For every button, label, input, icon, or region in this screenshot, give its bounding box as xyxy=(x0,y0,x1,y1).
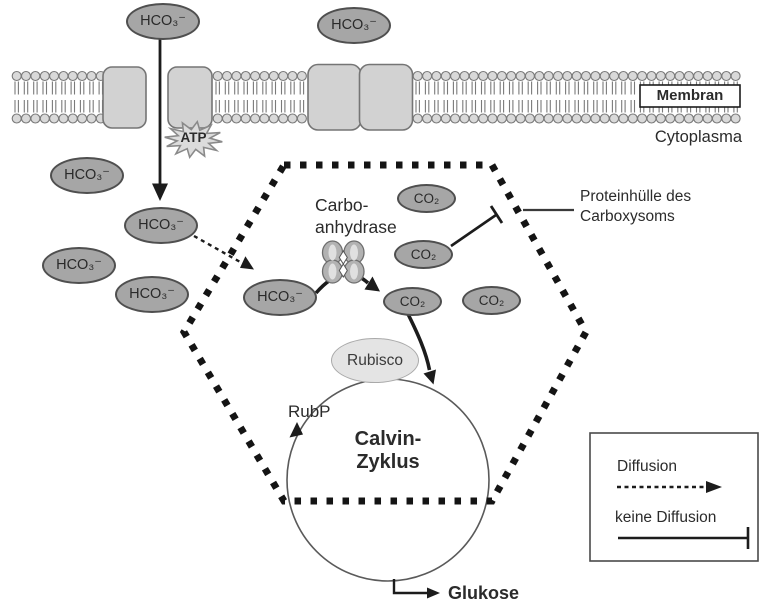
rubp-label: RubP xyxy=(288,402,331,421)
co2-molecule: CO₂ xyxy=(462,286,521,315)
hco3-molecule: HCO₃⁻ xyxy=(243,279,317,316)
co2-to-cycle-arrow xyxy=(405,311,436,385)
atp-label: ATP xyxy=(180,130,207,145)
hco3-molecule: HCO₃⁻ xyxy=(124,207,198,244)
carboanhydrase-label-line1: Carbo- xyxy=(315,195,369,215)
cytoplasma-label: Cytoplasma xyxy=(654,128,742,146)
hco3-molecule: HCO₃⁻ xyxy=(115,276,189,313)
diffusion-arrow xyxy=(193,234,254,270)
glukose-label: Glukose xyxy=(448,583,520,603)
transport-protein-icon xyxy=(102,66,147,129)
co2-molecule: CO₂ xyxy=(397,184,456,213)
protein-shell-label-line2: Carboxysoms xyxy=(580,208,675,225)
membran-label: Membran xyxy=(656,87,724,104)
protein-shell-label-line1: Proteinhülle des xyxy=(580,188,692,205)
atp-burst-icon xyxy=(164,119,223,160)
legend-no-diffusion-line xyxy=(618,527,750,549)
legend-no-diffusion-label: keine Diffusion xyxy=(615,509,717,526)
membrane-proteins xyxy=(102,63,414,131)
cycle-direction-arrowhead xyxy=(289,422,303,438)
carboanhydrase-enzyme-icon xyxy=(321,240,365,284)
transport-protein-icon xyxy=(167,66,213,129)
blocked-diffusion-line xyxy=(450,205,504,248)
channel-protein-icon xyxy=(307,63,362,131)
membran-label-box xyxy=(639,84,741,108)
hco3-molecule: HCO₃⁻ xyxy=(317,7,391,44)
calvin-cycle-label: Calvin- Zyklus xyxy=(318,428,458,474)
legend-diffusion-label: Diffusion xyxy=(617,458,678,475)
legend-diffusion-arrow xyxy=(617,481,722,493)
rubisco-enzyme: Rubisco xyxy=(331,338,419,383)
hco3-molecule: HCO₃⁻ xyxy=(50,157,124,194)
channel-protein-icon xyxy=(358,63,414,131)
calvin-cycle-label-line2: Zyklus xyxy=(356,451,420,473)
carboxysome-shell-outline xyxy=(179,161,591,505)
active-transport-arrow xyxy=(152,37,168,201)
co2-molecule: CO₂ xyxy=(394,240,453,269)
calvin-cycle-label-line1: Calvin- xyxy=(354,428,422,450)
glucose-output-arrow xyxy=(392,579,440,599)
protein-shell-label: Proteinhülle des Carboxysoms xyxy=(580,187,691,227)
carboanhydrase-label: Carbo- anhydrase xyxy=(315,194,397,238)
carboanhydrase-label-line2: anhydrase xyxy=(315,217,397,237)
co2-molecule: CO₂ xyxy=(383,287,442,316)
legend-box xyxy=(589,432,759,562)
hco3-molecule: HCO₃⁻ xyxy=(126,3,200,40)
hco3-molecule: HCO₃⁻ xyxy=(42,247,116,284)
lipid-bilayer xyxy=(11,70,741,124)
